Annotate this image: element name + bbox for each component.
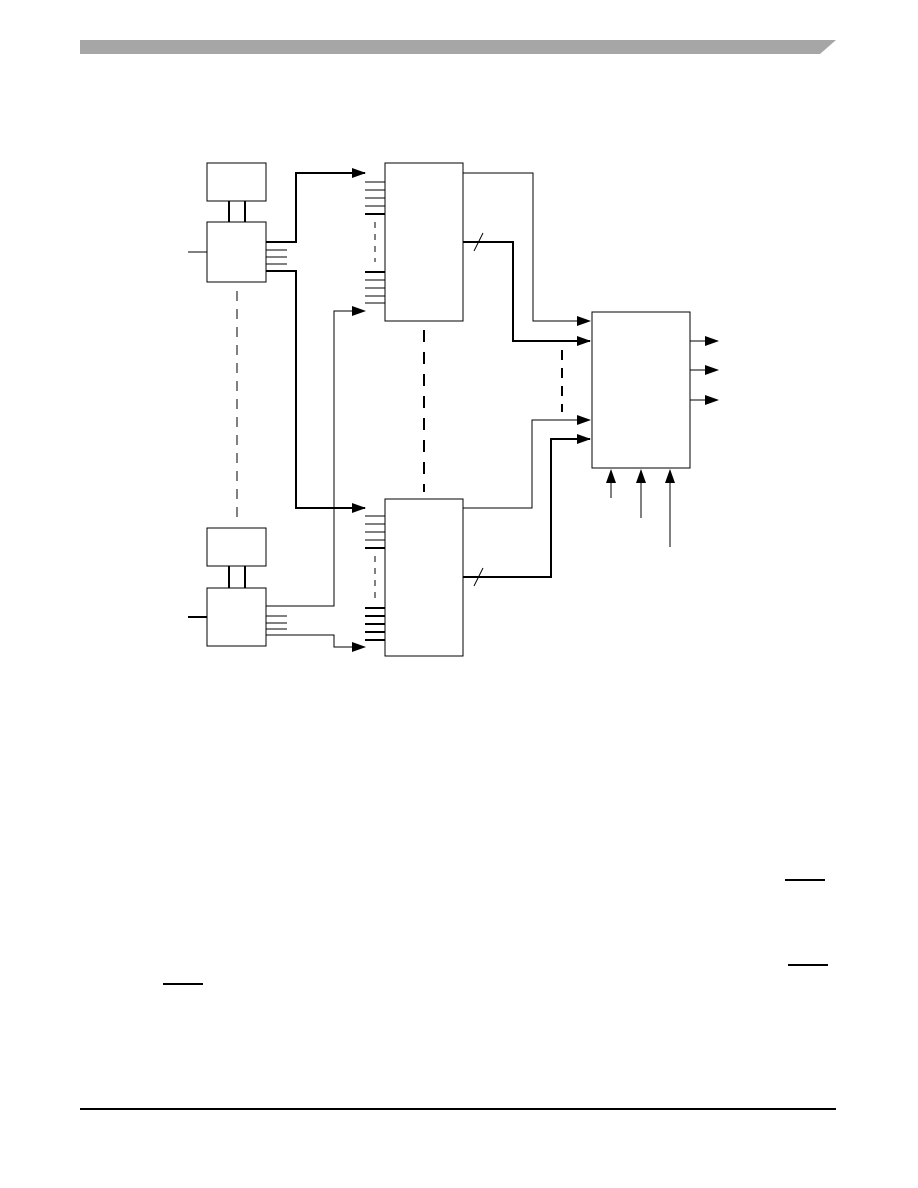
wire-upper-to-lower-mux	[266, 270, 366, 513]
header-bar-shape	[80, 40, 836, 54]
upper-mux-rect	[384, 162, 464, 322]
wire-upper-mux-top-out	[463, 172, 591, 326]
output-block	[591, 311, 719, 547]
header-bar	[80, 40, 836, 54]
wire-lower-mux-bus-out	[463, 434, 591, 578]
lower-bottom-box	[206, 587, 267, 647]
overbar-mark-1	[785, 879, 825, 881]
lower-source-unit	[188, 527, 287, 647]
upper-mux-block	[365, 162, 464, 322]
wire-lower-to-upper-mux	[266, 306, 366, 607]
footer-rule	[80, 1108, 836, 1110]
wire-lower-to-lower-mux	[266, 634, 366, 652]
upper-source-unit	[188, 162, 287, 283]
upper-bottom-box	[206, 221, 267, 283]
upper-bus-slash	[473, 232, 484, 252]
lower-top-box	[206, 527, 267, 567]
lower-mux-block	[365, 498, 464, 657]
overbar-mark-3	[163, 983, 203, 985]
overbar-mark-2	[788, 964, 828, 966]
wire-upper-to-upper-mux	[266, 168, 366, 243]
lower-mux-rect	[384, 498, 464, 657]
lower-bus-slash	[473, 567, 484, 587]
wire-lower-mux-top-out	[463, 415, 591, 509]
wire-upper-mux-bus-out	[463, 241, 591, 346]
upper-top-box	[206, 162, 267, 202]
output-block-rect	[591, 311, 691, 469]
routing-wires	[266, 168, 591, 652]
